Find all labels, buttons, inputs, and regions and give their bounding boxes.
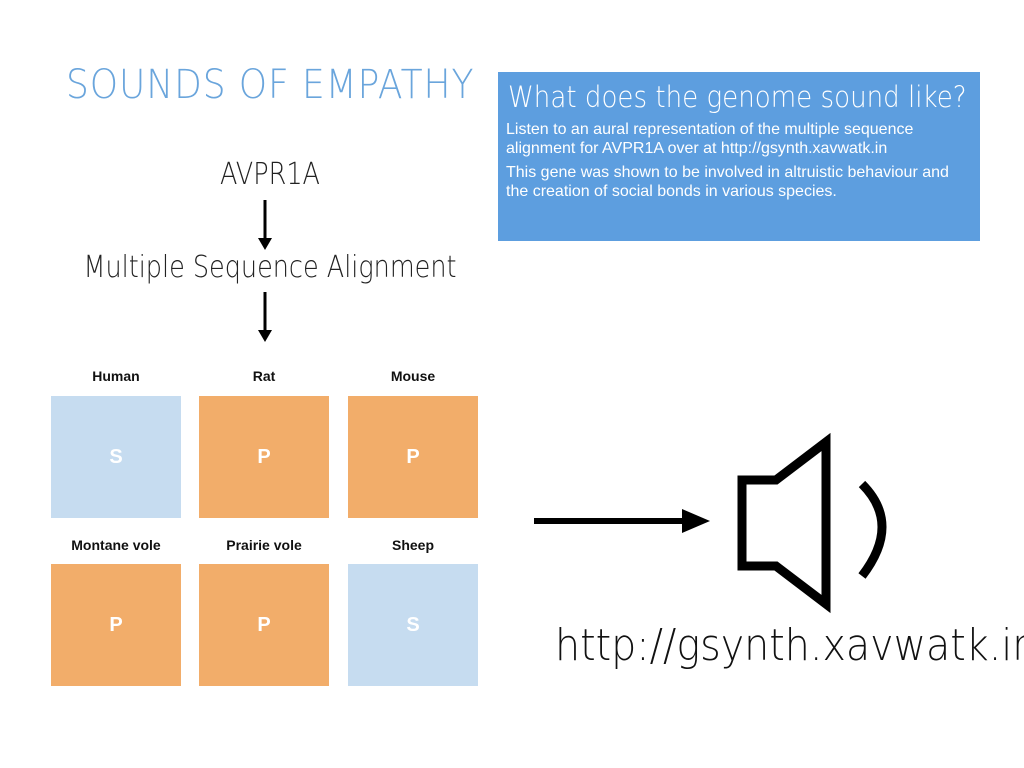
slide-title: SOUNDS OF EMPATHY <box>66 62 475 108</box>
msa-label: Multiple Sequence Alignment <box>83 250 457 285</box>
arrow-right-icon <box>534 509 710 533</box>
residue-cell: S <box>51 396 181 518</box>
speaker-icon <box>737 432 887 614</box>
residue-cell: S <box>348 564 478 686</box>
info-paragraph-2: This gene was shown to be involved in al… <box>506 164 949 200</box>
arrow-down-icon <box>258 200 272 250</box>
info-paragraph-1: Listen to an aural representation of the… <box>506 121 914 157</box>
residue-cell: P <box>348 396 478 518</box>
species-label: Montane vole <box>71 537 161 553</box>
residue-cell: P <box>199 564 329 686</box>
species-label: Mouse <box>390 368 436 384</box>
residue-cell: P <box>51 564 181 686</box>
residue-cell: P <box>199 396 329 518</box>
species-label: Sheep <box>391 537 434 553</box>
arrow-down-icon <box>258 292 272 342</box>
info-box: What does the genome sound like? Listen … <box>498 72 980 241</box>
species-label: Human <box>92 368 140 384</box>
species-label: Rat <box>252 368 276 384</box>
info-heading: What does the genome sound like? <box>508 80 967 114</box>
gene-name: AVPR1A <box>219 157 321 192</box>
site-url[interactable]: http://gsynth.xavwatk.in <box>555 620 1024 671</box>
species-label: Prairie vole <box>226 537 302 553</box>
